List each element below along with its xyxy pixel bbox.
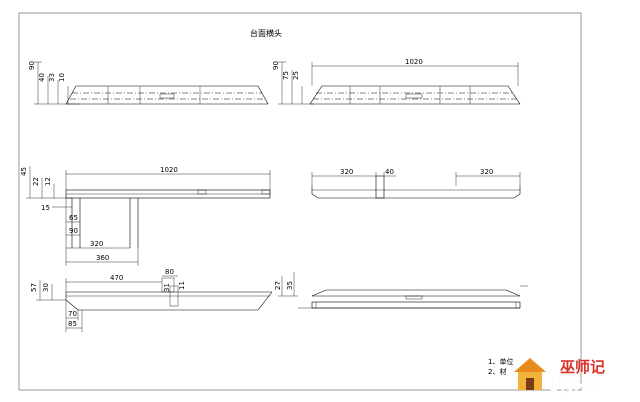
dim-25: 25 [292,71,300,80]
dim-80: 80 [165,268,174,276]
dim-70: 70 [68,310,77,318]
dim-85: 85 [68,320,77,328]
view-top-right: 1020 90 75 25 [272,58,521,105]
view-top-left: 90 40 33 10 [28,61,269,105]
house-icon [514,358,546,390]
dim-320-b: 320 [480,168,493,176]
dim-15: 15 [41,204,50,212]
dim-90: 90 [28,61,36,70]
dim-27: 27 [274,281,282,290]
dim-40: 40 [38,73,46,82]
view-bottom-left: 470 80 31 11 57 30 70 85 [30,268,273,332]
note-2: 2、材 [488,367,506,376]
dim-1020-top: 1020 [405,58,423,66]
dim-75: 75 [282,71,290,80]
dim-12: 12 [44,177,52,186]
drawing-title: 台面横头 [250,28,282,38]
dim-65: 65 [69,214,78,222]
dim-11: 11 [178,281,186,290]
view-mid-left: 1020 45 22 12 15 65 90 320 360 [20,166,271,266]
dim-320-left: 320 [90,240,103,248]
view-mid-right: 320 40 320 [311,168,521,199]
dim-33: 33 [48,73,56,82]
watermark-brand-top: 巫师记 [560,358,605,376]
dim-10: 10 [58,73,66,82]
view-bottom-right: 27 35 [274,272,528,309]
dim-470: 470 [110,274,123,282]
dim-45: 45 [20,167,28,176]
dim-57: 57 [30,283,38,292]
note-1: 1、单位 [488,357,513,366]
dim-22: 22 [32,177,40,186]
dim-1020-mid: 1020 [160,166,178,174]
dim-90-mid: 90 [69,227,78,235]
dim-35: 35 [286,281,294,290]
dim-90-right: 90 [272,61,280,70]
dim-31: 31 [163,283,171,292]
dim-30: 30 [42,283,50,292]
drawing-border [18,12,582,391]
watermark-brand-main: 话经验 [548,376,600,397]
dim-40: 40 [385,168,394,176]
watermark: 巫师记 话经验 [514,358,605,397]
dim-320-a: 320 [340,168,353,176]
dim-360: 360 [96,254,109,262]
